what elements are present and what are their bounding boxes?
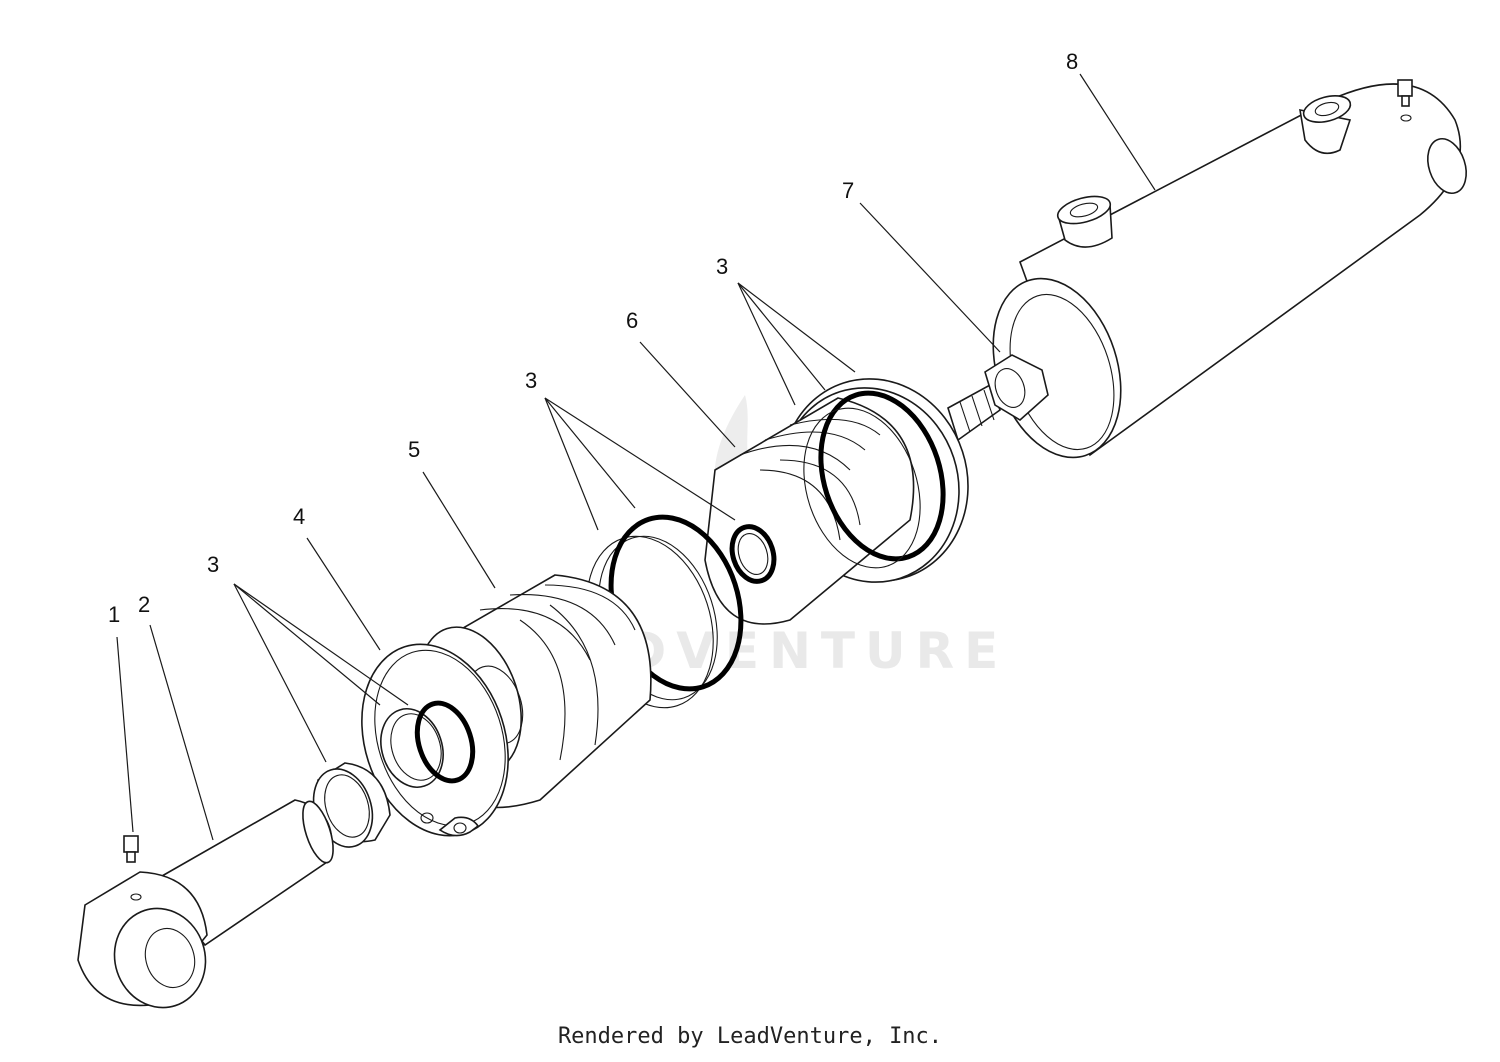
part-1-grease-fitting	[123, 835, 142, 901]
callout-1: 1	[108, 602, 120, 627]
callout-3-middle: 3	[525, 368, 537, 393]
callout-4: 4	[293, 504, 305, 529]
callout-3-lower: 3	[207, 552, 219, 577]
part-7-nut-and-rod	[947, 354, 1049, 442]
part-6-piston	[704, 378, 969, 625]
rendered-by-footer: Rendered by LeadVenture, Inc.	[557, 1024, 943, 1049]
part-8-cylinder-barrel	[992, 79, 1467, 459]
callout-3-upper: 3	[716, 254, 728, 279]
callout-8: 8	[1066, 49, 1078, 74]
part-2-rod-eye	[77, 799, 334, 1009]
callout-2: 2	[138, 592, 150, 617]
callout-5: 5	[408, 437, 420, 462]
exploded-parts-diagram: LEADVENTURE	[77, 49, 1467, 1009]
leader-lines	[116, 73, 1156, 841]
callout-6: 6	[626, 308, 638, 333]
callout-7: 7	[842, 178, 854, 203]
